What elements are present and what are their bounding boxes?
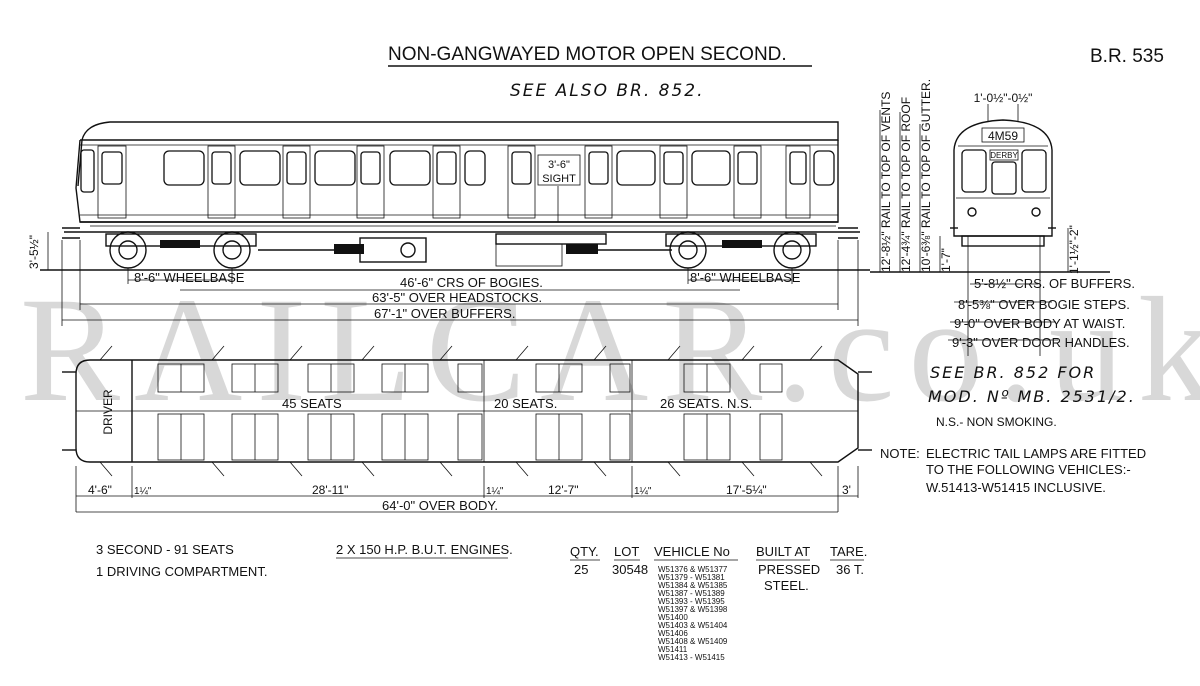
notes: SEE BR. 852 FOR MOD. Nº MB. 2531/2. N.S.… [880,363,1146,495]
vehicle-row: W51406 [658,629,688,638]
see-also-note: SEE ALSO BR. 852. [510,81,705,101]
plan-dim-2: 1¼" [134,485,152,497]
right-bogie [665,231,817,269]
mod-note-2: MOD. Nº MB. 2531/2. [928,387,1136,406]
mod-note-1: SEE BR. 852 FOR [930,363,1096,382]
wheelbase-right: 8'-6" WHEELBASE [690,270,801,285]
note-line-2: TO THE FOLLOWING VEHICLES:- [926,462,1131,477]
door-handles-dim: 9'-3" OVER DOOR HANDLES. [952,335,1130,350]
left-bogie [105,231,257,269]
vehicle-table: QTY. LOT VEHICLE No BUILT AT TARE. 25 30… [570,544,867,662]
plan-dim-7: 17'-5¼" [726,483,767,497]
drawing-title: NON-GANGWAYED MOTOR OPEN SECOND. [388,44,787,65]
gutter-dim: 10'-6⅜" RAIL TO TOP OF GUTTER. [919,79,933,272]
diagram-number: B.R. 535 [1090,46,1164,67]
seat-summary: 3 SECOND - 91 SEATS [96,542,234,557]
summary: 3 SECOND - 91 SEATS 1 DRIVING COMPARTMEN… [96,542,513,579]
vehicle-row: W51411 [658,645,688,654]
seats-20: 20 SEATS. [494,396,557,411]
sight-label: 3'-6" [548,159,570,171]
side-elevation: 3'-6" SIGHT [27,121,870,326]
engines-summary: 2 X 150 H.P. B.U.T. ENGINES. [336,542,513,557]
plan-view: DRIVER 45 SEATS 20 SEATS. 26 SEATS. N.S.… [62,345,872,513]
over-body-dim: 64'-0" OVER BODY. [382,498,498,513]
vehicle-row: W51393 - W51395 [658,597,725,606]
bogie-centres-dim: 46'-6" CRS OF BOGIES. [400,275,543,290]
plan-dim-1: 4'-6" [88,483,112,497]
vents-dim: 12'-8½" RAIL TO TOP OF VENTS [879,92,893,272]
header-vehicle: VEHICLE No [654,544,730,559]
note-line-1: ELECTRIC TAIL LAMPS ARE FITTED [926,446,1146,461]
vehicle-row: W51379 - W51381 [658,573,725,582]
buffer-height-dim: 1'-1½"-2" [1067,225,1081,274]
built-at-2: STEEL. [764,578,809,593]
vehicle-row: W51376 & W51377 [658,565,728,574]
bogie-steps-dim: 8'-5⅜" OVER BOGIE STEPS. [958,297,1130,312]
height-dim-left: 3'-5½" [27,235,41,269]
qty-value: 25 [574,562,588,577]
vehicle-row: W51397 & W51398 [658,605,728,614]
header-lot: LOT [614,544,639,559]
watermark: RAILCAR.co.uk [20,267,1200,433]
tare-value: 36 T. [836,562,864,577]
ns-note: N.S.- NON SMOKING. [936,415,1057,429]
plan-dim-4: 1¼" [486,485,504,497]
plan-dim-6: 1¼" [634,485,652,497]
lot-value: 30548 [612,562,648,577]
plan-dim-5: 12'-7" [548,483,579,497]
vehicle-row: W51384 & W51385 [658,581,728,590]
floor-dim: 1'-7" [939,248,953,272]
buffer-centres-dim: 5'-8½" CRS. OF BUFFERS. [974,276,1135,291]
driver-label: DRIVER [101,389,115,435]
plan-dim-3: 28'-11" [312,483,348,497]
compartment-summary: 1 DRIVING COMPARTMENT. [96,564,267,579]
vehicle-row: W51413 - W51415 [658,653,725,662]
note-label: NOTE: [880,446,920,461]
wheelbase-left: 8'-6" WHEELBASE [134,270,245,285]
top-dims: 1'-0½"-0½" [974,91,1033,105]
header-built: BUILT AT [756,544,810,559]
seats-26-ns: 26 SEATS. N.S. [660,396,752,411]
built-at-1: PRESSED [758,562,820,577]
header-qty: QTY. [570,544,599,559]
headstocks-dim: 63'-5" OVER HEADSTOCKS. [372,290,542,305]
waist-dim: 9'-0" OVER BODY AT WAIST. [954,316,1125,331]
note-line-3: W.51413-W51415 INCLUSIVE. [926,480,1106,495]
vehicle-row: W51403 & W51404 [658,621,728,630]
headcode: 4M59 [988,129,1018,143]
destination-blind: DERBY [990,151,1018,160]
end-elevation: 4M59 DERBY 1'-0½"-0½" 12'-8½" RAIL TO TO… [870,79,1135,356]
buffers-dim: 67'-1" OVER BUFFERS. [374,306,515,321]
svg-text:SIGHT: SIGHT [542,173,576,185]
plan-dim-8: 3' [842,483,851,497]
vehicle-row: W51408 & W51409 [658,637,728,646]
header-tare: TARE. [830,544,867,559]
seats-45: 45 SEATS [282,396,342,411]
vehicle-row: W51400 [658,613,688,622]
roof-dim: 12'-4¾" RAIL TO TOP OF ROOF [899,97,913,272]
vehicle-row: W51387 - W51389 [658,589,725,598]
